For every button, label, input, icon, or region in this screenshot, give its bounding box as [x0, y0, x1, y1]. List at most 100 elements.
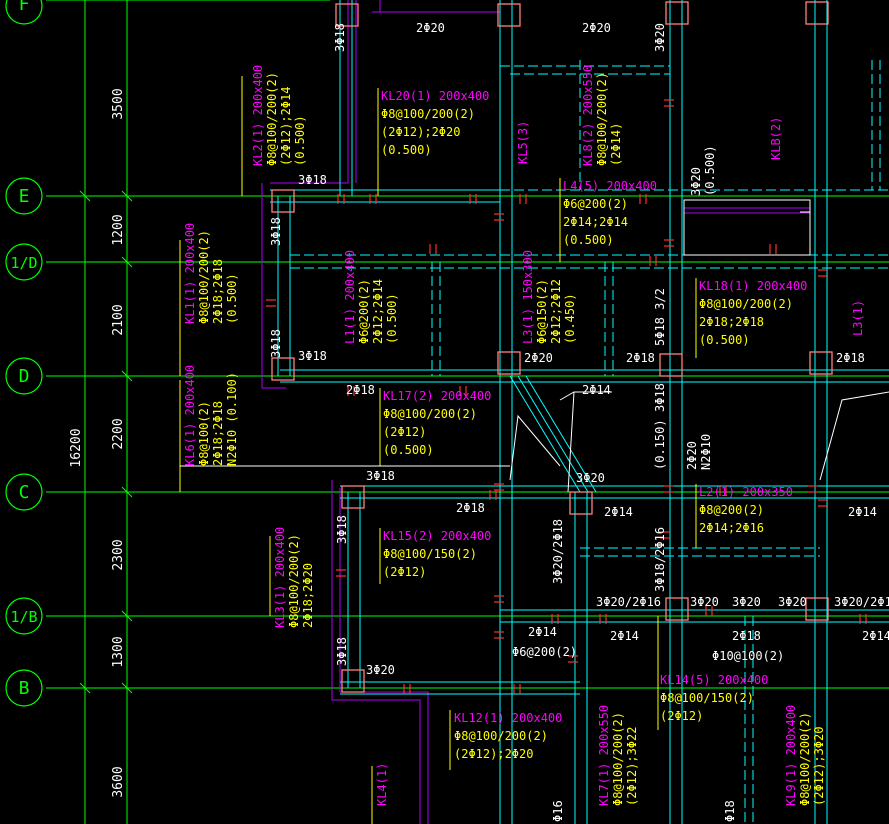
- rebar-note: 2Φ18: [732, 629, 761, 643]
- wall-outlines: [261, 0, 810, 824]
- rebar-note: 3Φ18: [298, 349, 327, 363]
- rebar-note: 2Φ14: [848, 505, 877, 519]
- axis-bubble-b: [5, 669, 43, 707]
- beam-spec: 2Φ18;2Φ18: [699, 315, 764, 329]
- rebar-note: 3Φ20/2Φ16: [834, 595, 889, 609]
- rebar-note: 3Φ20/2Φ16: [596, 595, 661, 609]
- rebar-note: 2Φ14: [610, 629, 639, 643]
- axis-label-d: D: [19, 366, 30, 387]
- beam-label-kl2: KL2(1) 200x400: [251, 65, 265, 166]
- beam-spec: Φ6@200(2): [563, 197, 628, 211]
- beam-label-l2: L2(1) 200x350: [699, 485, 793, 499]
- beam-spec: (2Φ12);2Φ20: [454, 747, 533, 761]
- beam-spec: Φ8@100/200(2): [381, 107, 475, 121]
- beam-label-kl20: KL20(1) 200x400: [381, 89, 489, 103]
- column: [271, 357, 295, 381]
- beam-spec: 2Φ14;2Φ16: [699, 521, 764, 535]
- beam-label-l3-right: L3(1): [851, 300, 865, 336]
- beam-spec: Φ8@100/200(2): [798, 712, 812, 806]
- beam-spec: Φ8@100/200(2): [197, 230, 211, 324]
- column: [809, 351, 833, 375]
- grid-system: [46, 0, 889, 824]
- rebar-note: 2Φ14: [582, 383, 611, 397]
- axis-bubbles: [5, 0, 43, 707]
- beam-spec: Φ8@100/200(2): [595, 72, 609, 166]
- rebar-note: Φ10@100(2): [712, 649, 784, 663]
- dim-1300: 1300: [111, 636, 126, 667]
- axis-label-1d: 1/D: [10, 254, 37, 272]
- axis-bubble-d: [5, 357, 43, 395]
- rebar-note: Φ18: [723, 800, 737, 822]
- rebar-note: 3Φ18: [333, 23, 347, 52]
- rebar-note: 3Φ20: [689, 167, 703, 196]
- beam-spec: Φ6@200(2): [357, 279, 371, 344]
- rebar-note: 3Φ20: [732, 595, 761, 609]
- rebar-note: 3Φ20: [366, 663, 395, 677]
- column: [805, 597, 829, 621]
- beam-spec: (2Φ12);2Φ14: [279, 87, 293, 166]
- beam-label-kl4: KL4(1): [375, 763, 389, 806]
- beam-spec: Φ8@100/200(2): [287, 534, 301, 628]
- rebar-note: 3Φ20: [576, 471, 605, 485]
- rebar-note: N2Φ10: [699, 434, 713, 470]
- beam-label-kl14: KL14(5) 200x400: [660, 673, 768, 687]
- rebar-note: 2Φ14: [604, 505, 633, 519]
- beam-label-kl3: KL3(1) 200x400: [273, 527, 287, 628]
- rebar-note: 2Φ20: [685, 441, 699, 470]
- beam-spec: N2Φ10 (0.100): [225, 372, 239, 466]
- beam-spec: (2Φ12);2Φ20: [381, 125, 460, 139]
- beam-spec: Φ8@100/200(2): [383, 407, 477, 421]
- beam-spec: (0.500): [563, 233, 614, 247]
- rebar-note: 2Φ20: [416, 21, 445, 35]
- beam-label-kl12: KL12(1) 200x400: [454, 711, 562, 725]
- beam-spec: (0.500): [385, 293, 399, 344]
- dim-3600: 3600: [111, 766, 126, 797]
- beam-spec: Φ8@100/200(2): [265, 72, 279, 166]
- rebar-note: 3Φ18: [366, 469, 395, 483]
- beam-label-kl17: KL17(2) 200x400: [383, 389, 491, 403]
- rebar-note: Φ6@200(2): [512, 645, 577, 659]
- rebar-note: 2Φ14: [528, 625, 557, 639]
- beam-spec: 2Φ12;2Φ14: [371, 279, 385, 344]
- beam-label-l3: L3(1) 150x300: [521, 250, 535, 344]
- beam-spec: 2Φ14;2Φ14: [563, 215, 628, 229]
- rebar-note: 3Φ20: [653, 23, 667, 52]
- column: [497, 351, 521, 375]
- beam-spec: 2Φ18;2Φ18: [211, 259, 225, 324]
- beam-spec: (0.500): [383, 443, 434, 457]
- rebar-note: 3Φ20: [778, 595, 807, 609]
- beam-spec: (0.500): [225, 273, 239, 324]
- beam-spec: Φ8@100/150(2): [383, 547, 477, 561]
- rebar-note: 2Φ14: [862, 629, 889, 643]
- beam-label-l1: L1(1) 200x400: [343, 250, 357, 344]
- beam-spec: Φ8@100/200(2): [454, 729, 548, 743]
- rebar-note: 5Φ18 3/2: [653, 288, 667, 346]
- columns: [271, 1, 833, 693]
- beam-spec: Φ8@200(2): [699, 503, 764, 517]
- beam-label-l4: L4(5) 200x400: [563, 179, 657, 193]
- column: [665, 597, 689, 621]
- beam-spec: (0.500): [699, 333, 750, 347]
- column: [271, 189, 295, 213]
- rebar-note: 2Φ20: [582, 21, 611, 35]
- column: [497, 3, 521, 27]
- beam-label-kl8: KL8(2) 200x550: [581, 65, 595, 166]
- axis-bubble-c: [5, 473, 43, 511]
- axis-label-c: C: [19, 482, 30, 503]
- rebar-note: 3Φ18: [653, 383, 667, 412]
- dim-total-16200: 16200: [69, 428, 84, 467]
- column: [341, 669, 365, 693]
- beam-spec: Φ6@150(2): [535, 279, 549, 344]
- axis-label-e: E: [19, 186, 30, 207]
- leader-lines: [179, 76, 697, 824]
- beam-label-klb2: KLB(2): [769, 117, 783, 160]
- stirrup-ticks: [266, 99, 867, 694]
- beam-label-kl6: KL6(1) 200x400: [183, 365, 197, 466]
- axis-label-b: B: [19, 678, 30, 699]
- axis-bubble-1d: [5, 243, 43, 281]
- rebar-note: 2Φ20: [524, 351, 553, 365]
- rebar-note: 2Φ18: [456, 501, 485, 515]
- rebar-note: (0.150): [653, 419, 667, 470]
- rebar-note: 3Φ20/2Φ18: [551, 519, 565, 584]
